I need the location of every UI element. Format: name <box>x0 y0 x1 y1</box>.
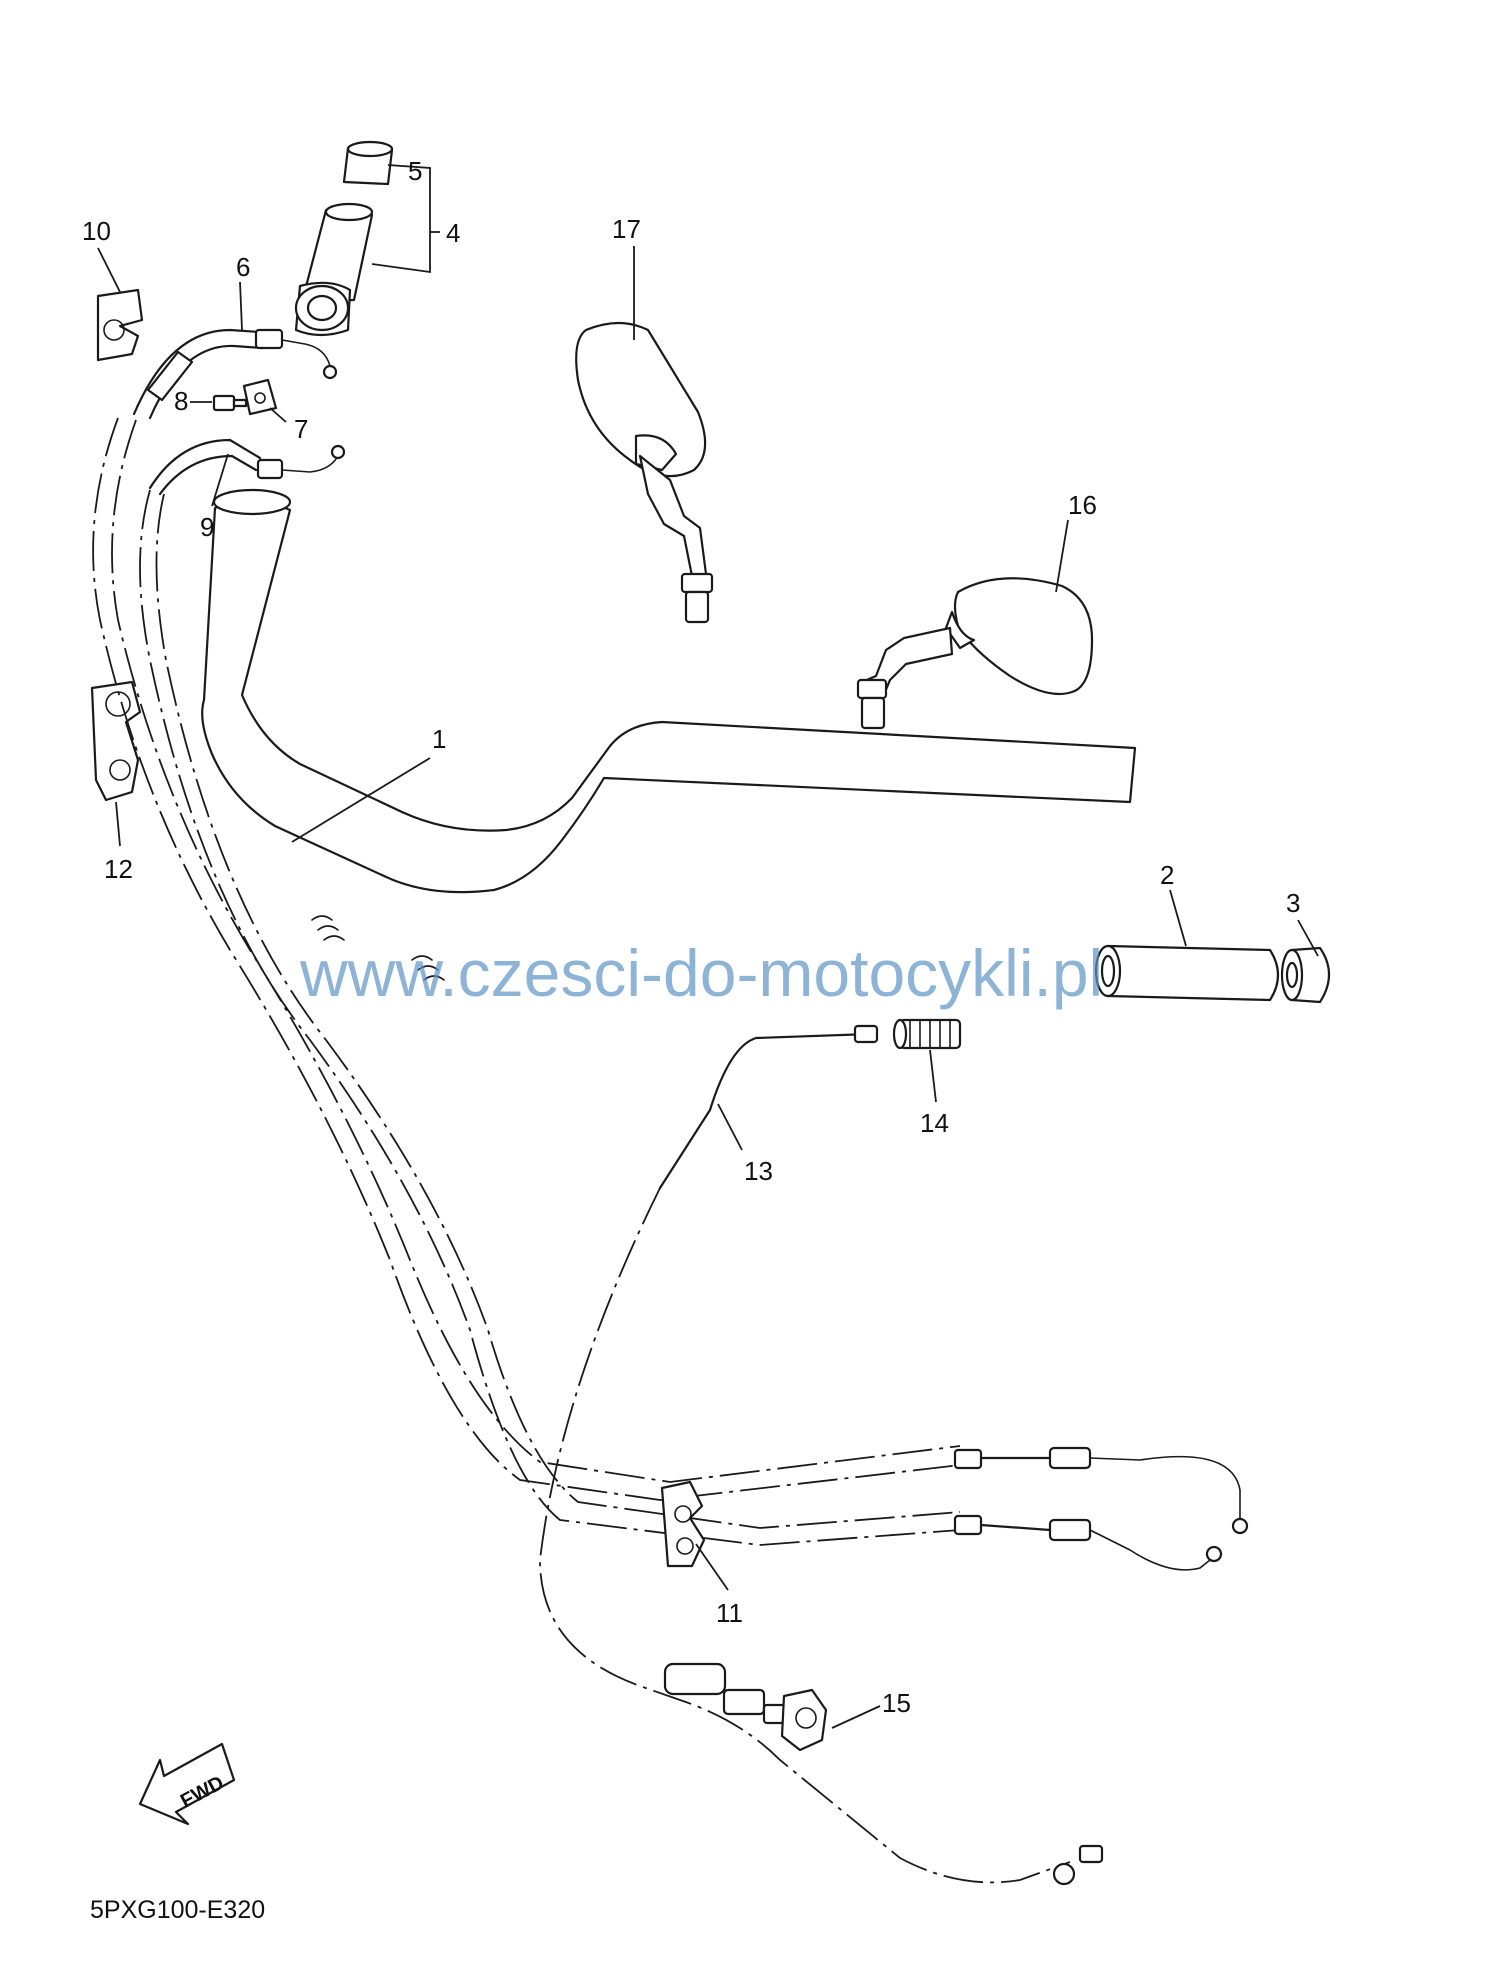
watermark-text: www.czesci-do-motocykli.pl <box>299 936 1103 1010</box>
cable-clip-12 <box>90 680 142 802</box>
callout-2: 2 <box>1160 860 1174 890</box>
callout-14: 14 <box>920 1108 949 1138</box>
mirror-left <box>575 321 714 624</box>
callout-11: 11 <box>716 1598 743 1628</box>
callout-16: 16 <box>1068 490 1097 520</box>
callout-8: 8 <box>174 386 188 416</box>
handlebar-end-weight <box>1280 946 1331 1004</box>
starter-cable <box>539 1024 1104 1886</box>
callout-3: 3 <box>1286 888 1300 918</box>
cable-clamp-10 <box>96 288 144 362</box>
callout-4: 4 <box>446 218 460 248</box>
starter-plunger <box>892 1018 962 1050</box>
cable-ends-right <box>953 1446 1249 1571</box>
grip <box>1094 944 1280 1002</box>
callout-10: 10 <box>82 216 111 246</box>
diagram-code: 5PXG100-E320 <box>90 1896 265 1924</box>
callout-1: 1 <box>432 724 446 754</box>
callout-6: 6 <box>236 252 250 282</box>
cable-bracket <box>242 378 278 416</box>
leader-lines <box>97 164 1319 1729</box>
callout-12: 12 <box>104 854 133 884</box>
long-cables <box>92 417 961 1546</box>
cable-clip-15 <box>780 1688 828 1752</box>
callout-labels: 1 2 3 4 5 6 7 8 9 10 11 12 13 14 15 16 1… <box>82 156 1300 1718</box>
cable-guide-11 <box>660 1480 706 1568</box>
callout-13: 13 <box>744 1156 773 1186</box>
handlebar <box>201 488 1137 981</box>
callout-15: 15 <box>882 1688 911 1718</box>
fwd-arrow-icon: FWD <box>138 1742 236 1826</box>
throttle-cable-lower <box>148 438 346 496</box>
grip-collar <box>342 140 394 186</box>
mirror-right <box>856 577 1094 730</box>
callout-5: 5 <box>408 156 422 186</box>
callout-9: 9 <box>200 512 214 542</box>
callout-17: 17 <box>612 214 641 244</box>
screw <box>212 394 248 412</box>
throttle-grip <box>294 202 374 337</box>
callout-7: 7 <box>294 414 308 444</box>
throttle-cable-upper <box>132 328 338 420</box>
